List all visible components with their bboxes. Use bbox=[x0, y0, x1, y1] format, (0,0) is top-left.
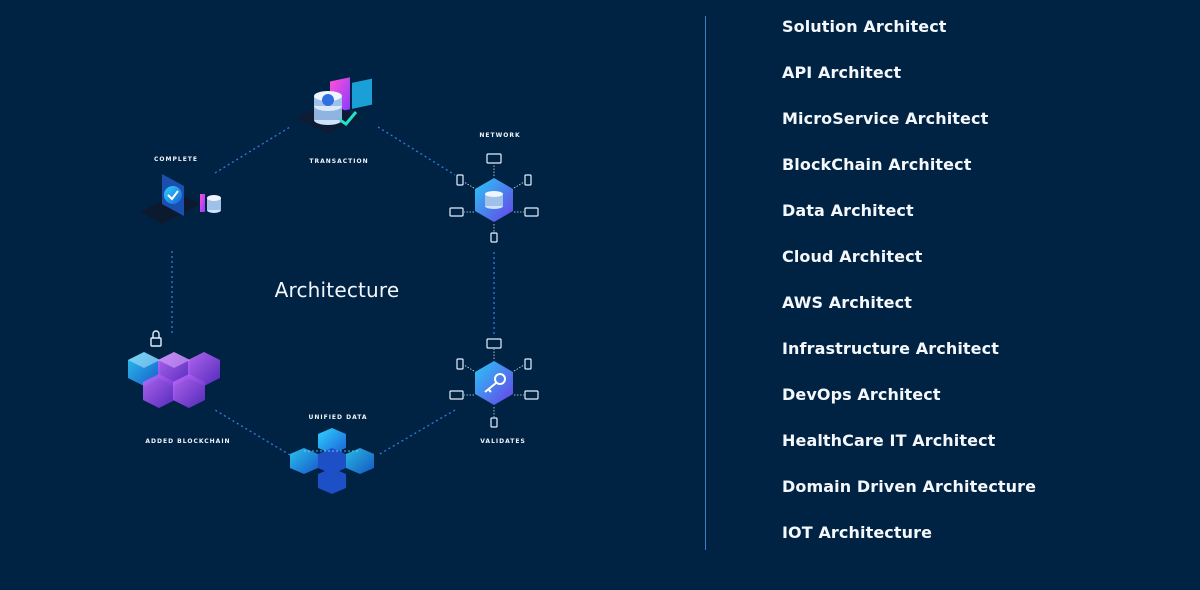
node-label-complete: COMPLETE bbox=[154, 156, 198, 163]
list-item: Infrastructure Architect bbox=[782, 339, 999, 358]
node-label-network: NETWORK bbox=[479, 132, 521, 139]
database-server-icon bbox=[296, 77, 372, 134]
list-item: AWS Architect bbox=[782, 293, 912, 312]
list-item: HealthCare IT Architect bbox=[782, 431, 996, 450]
architecture-diagram: Architecture TRANSACTION NETWORK COMPLET… bbox=[128, 77, 539, 494]
key-hub-icon bbox=[449, 338, 539, 428]
diagram-graphics bbox=[128, 77, 539, 494]
node-label-added-blockchain: ADDED BLOCKCHAIN bbox=[145, 438, 231, 445]
laptop-check-icon bbox=[140, 174, 221, 224]
list-item: DevOps Architect bbox=[782, 385, 941, 404]
list-item: BlockChain Architect bbox=[782, 155, 972, 174]
list-item: MicroService Architect bbox=[782, 109, 989, 128]
node-label-unified-data: UNIFIED DATA bbox=[308, 414, 368, 421]
list-item: Cloud Architect bbox=[782, 247, 923, 266]
blockchain-cubes-lock-icon bbox=[128, 330, 220, 408]
node-label-transaction: TRANSACTION bbox=[309, 158, 369, 165]
diagram-title: Architecture bbox=[274, 278, 400, 302]
vertical-divider bbox=[705, 16, 706, 550]
architect-roles-list: Solution Architect API Architect MicroSe… bbox=[782, 16, 1036, 568]
list-item: API Architect bbox=[782, 63, 902, 82]
network-hub-icon bbox=[449, 153, 539, 243]
data-cubes-icon bbox=[290, 428, 374, 494]
connector-lines bbox=[171, 126, 495, 456]
connector-complete-transaction bbox=[214, 126, 291, 174]
connector-transaction-network bbox=[377, 126, 456, 176]
list-item: Data Architect bbox=[782, 201, 914, 220]
node-label-validates: VALIDATES bbox=[480, 438, 526, 445]
list-item: IOT Architecture bbox=[782, 523, 933, 542]
list-item: Solution Architect bbox=[782, 17, 947, 36]
list-item: Domain Driven Architecture bbox=[782, 477, 1037, 496]
